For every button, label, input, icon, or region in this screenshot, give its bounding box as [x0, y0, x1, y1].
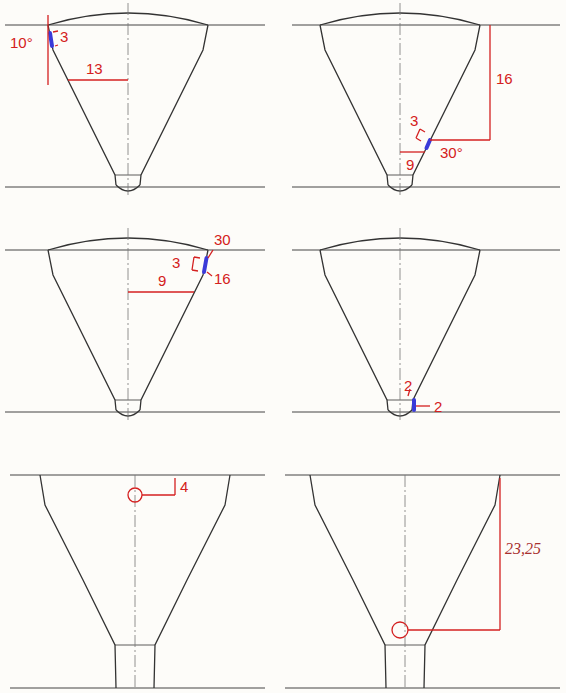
- dimension-label: 4: [180, 478, 188, 495]
- dimension-label: 2: [434, 398, 442, 415]
- dimension-label: 10°: [10, 34, 33, 51]
- funnel-outline: [48, 228, 208, 420]
- funnel-outline: [320, 228, 480, 420]
- dimension-label: 30: [214, 231, 231, 248]
- funnel-outline: [310, 475, 500, 688]
- dimension-label: 3: [172, 254, 180, 271]
- dimension-label: 16: [496, 70, 513, 87]
- dimension-label: 3: [410, 112, 418, 129]
- dimension-label: 9: [406, 156, 414, 173]
- dimension-label: 2: [404, 377, 412, 394]
- panel-edges: [5, 25, 560, 688]
- dimension-label: 30°: [440, 144, 463, 161]
- marked-zone: [50, 33, 430, 410]
- funnel-outline: [40, 475, 230, 688]
- dimension-label: 16: [214, 270, 231, 287]
- funnel-outline: [320, 3, 480, 195]
- funnel-outline: [48, 3, 208, 195]
- dimension-label: 13: [86, 60, 103, 77]
- dimension-label: 9: [158, 272, 166, 289]
- dimension-lines: [48, 15, 500, 638]
- dimension-label: 3: [60, 28, 68, 45]
- dimension-label: 23,25: [505, 540, 541, 557]
